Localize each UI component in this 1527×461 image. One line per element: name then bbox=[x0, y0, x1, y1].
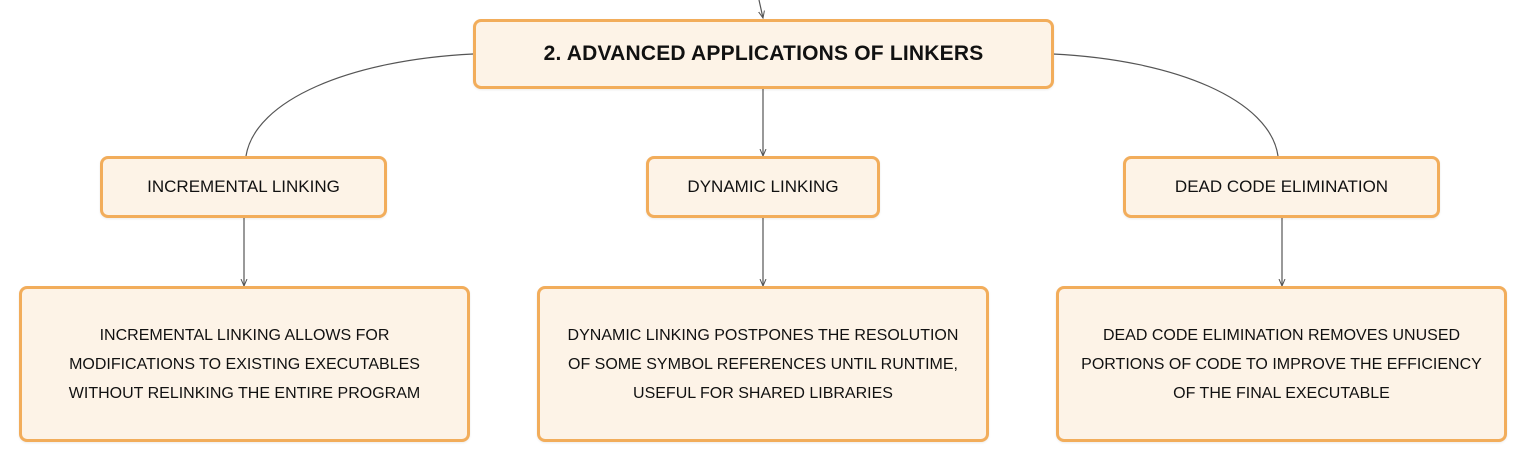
branch-node-dead-code-elimination[interactable]: DEAD CODE ELIMINATION bbox=[1123, 156, 1440, 218]
connector-root-to-deadcode bbox=[1052, 53, 1279, 157]
detail-node-incremental-linking[interactable]: INCREMENTAL LINKING ALLOWS FOR MODIFICAT… bbox=[19, 286, 470, 442]
detail-node-text: INCREMENTAL LINKING ALLOWS FOR MODIFICAT… bbox=[69, 321, 420, 408]
detail-line: OF THE FINAL EXECUTABLE bbox=[1173, 384, 1390, 402]
branch-node-incremental-linking[interactable]: INCREMENTAL LINKING bbox=[100, 156, 387, 218]
incoming-connector bbox=[759, 0, 763, 18]
detail-line: DYNAMIC LINKING POSTPONES THE RESOLUTION bbox=[567, 326, 959, 344]
detail-node-text: DEAD CODE ELIMINATION REMOVES UNUSED POR… bbox=[1081, 321, 1482, 408]
detail-line: MODIFICATIONS TO EXISTING EXECUTABLES bbox=[69, 355, 420, 373]
detail-line: USEFUL FOR SHARED LIBRARIES bbox=[633, 384, 893, 402]
detail-line: OF SOME SYMBOL REFERENCES UNTIL RUNTIME, bbox=[568, 355, 958, 373]
detail-line: PORTIONS OF CODE TO IMPROVE THE EFFICIEN… bbox=[1081, 355, 1482, 373]
detail-node-dynamic-linking[interactable]: DYNAMIC LINKING POSTPONES THE RESOLUTION… bbox=[537, 286, 989, 442]
detail-node-text: DYNAMIC LINKING POSTPONES THE RESOLUTION… bbox=[568, 321, 959, 408]
branch-node-label: DEAD CODE ELIMINATION bbox=[1174, 177, 1389, 196]
detail-line: DEAD CODE ELIMINATION REMOVES UNUSED bbox=[1102, 326, 1461, 344]
root-node-label: 2. ADVANCED APPLICATIONS OF LINKERS bbox=[543, 42, 984, 65]
branch-node-label: INCREMENTAL LINKING bbox=[147, 177, 340, 196]
root-node[interactable]: 2. ADVANCED APPLICATIONS OF LINKERS bbox=[473, 19, 1054, 89]
detail-line: WITHOUT RELINKING THE ENTIRE PROGRAM bbox=[68, 384, 421, 402]
detail-line: INCREMENTAL LINKING ALLOWS FOR bbox=[99, 326, 390, 344]
branch-node-label: DYNAMIC LINKING bbox=[687, 177, 839, 196]
branch-node-dynamic-linking[interactable]: DYNAMIC LINKING bbox=[646, 156, 880, 218]
connector-root-to-incremental bbox=[245, 53, 474, 157]
detail-node-dead-code-elimination[interactable]: DEAD CODE ELIMINATION REMOVES UNUSED POR… bbox=[1056, 286, 1507, 442]
